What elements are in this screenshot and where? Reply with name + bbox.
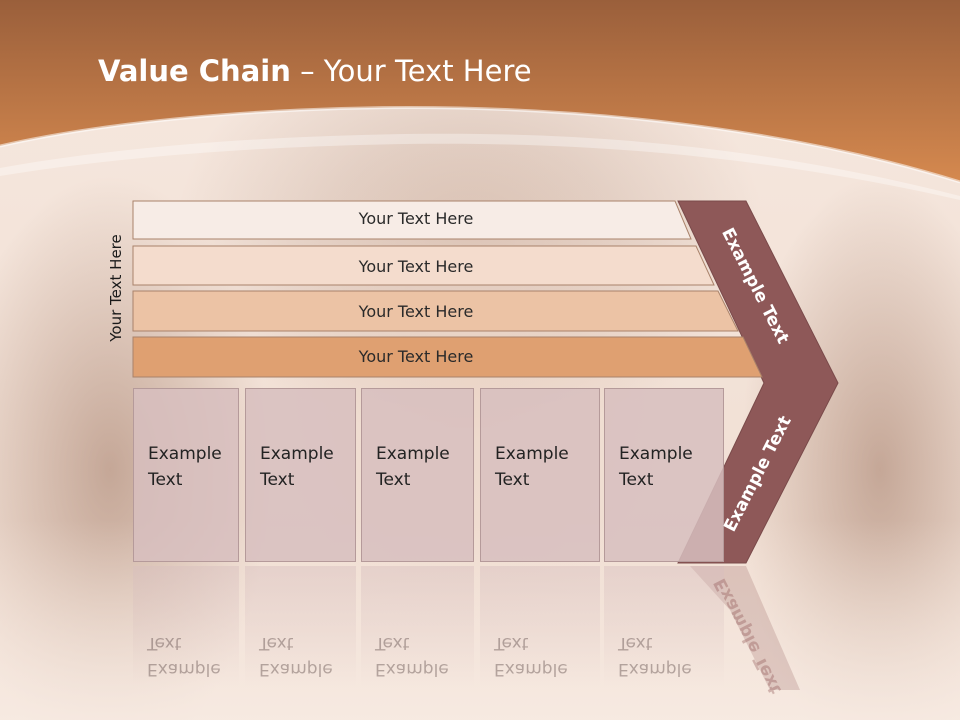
band-shape-4 [132,336,763,378]
activity-box-4: Example Text [480,388,600,562]
activity-box-5: Example Text [604,388,724,562]
activity-box-reflection-5: Example Text [604,566,724,686]
slide-title: Value Chain – Your Text Here [98,54,532,88]
reflection-text: Example Text [618,633,692,679]
chevron-arrow [677,200,839,564]
band-label-1: Your Text Here [358,209,474,228]
activity-box-label: Example Text [260,444,334,490]
activity-box-2: Example Text [245,388,356,562]
band-label-4: Your Text Here [358,347,474,366]
side-label: Your Text Here [107,234,125,342]
reflection-text: Example Text [375,633,449,679]
activity-box-reflection-2: Example Text [245,566,356,686]
header-band [0,0,960,200]
activity-box-label: Example Text [148,444,222,490]
title-bold: Value Chain [98,54,291,88]
band-shape-2 [132,245,715,286]
activity-box-reflection-4: Example Text [480,566,600,686]
activity-box-reflection-1: Example Text [133,566,239,686]
band-label-2: Your Text Here [358,257,474,276]
band-shape-1 [132,200,692,240]
title-rest: – Your Text Here [290,54,532,88]
reflection-text: Example Text [494,633,568,679]
activity-box-label: Example Text [619,444,693,490]
activity-box-3: Example Text [361,388,474,562]
chevron-reflection [676,566,800,690]
band-shape-3 [132,290,739,332]
activity-box-reflection-3: Example Text [361,566,474,686]
band-label-3: Your Text Here [358,302,474,321]
reflection-text: Example Text [147,633,221,679]
reflection-text: Example Text [259,633,333,679]
activity-box-label: Example Text [495,444,569,490]
activity-box-1: Example Text [133,388,239,562]
activity-box-label: Example Text [376,444,450,490]
